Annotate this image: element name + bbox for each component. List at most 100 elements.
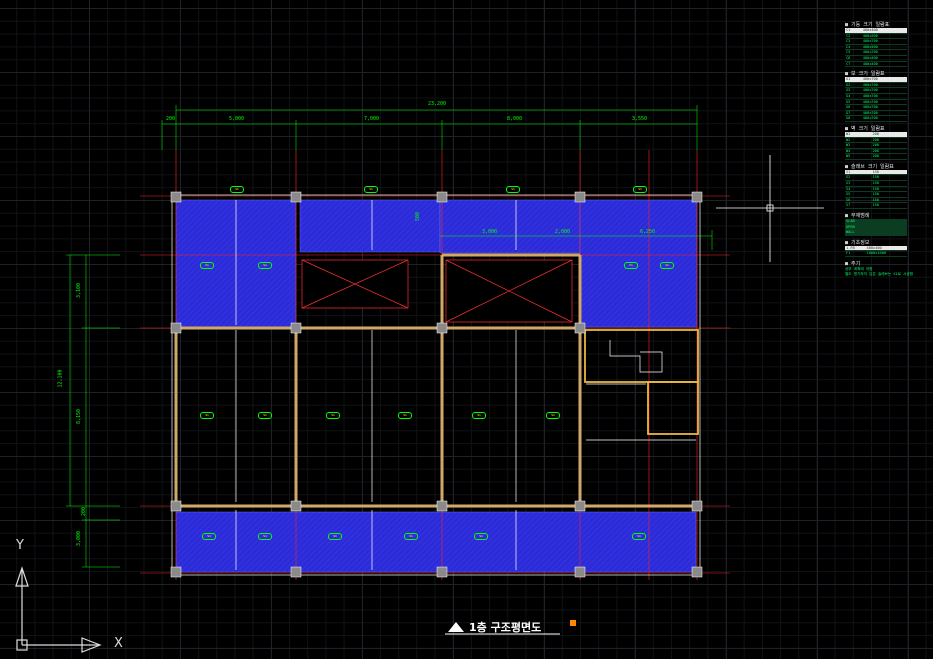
walls xyxy=(584,329,699,435)
slab-tag: S1 xyxy=(472,412,486,419)
cell: W1 xyxy=(845,131,872,138)
slab-tag: S1 xyxy=(398,412,412,419)
slab-tag: S1 xyxy=(258,533,272,540)
opening-areas xyxy=(301,259,573,323)
cell: 400x700 xyxy=(861,87,907,94)
cell: 150 xyxy=(871,169,907,176)
slab-tag: S1 xyxy=(200,262,214,269)
cell: 200 xyxy=(871,148,907,155)
cell: F1 xyxy=(845,250,866,257)
legend-title: 벽 크기 일람표 xyxy=(845,126,907,132)
cell: 200 xyxy=(871,142,907,149)
legend-section-hatch: 부재범례 SLAB OPEN WALL xyxy=(845,213,907,236)
legend-title: 보 크기 일람표 xyxy=(845,71,907,77)
cell: W2 xyxy=(845,137,872,144)
slab-tag: S1 xyxy=(258,262,272,269)
legend-title: 기둥 크기 일람표 xyxy=(845,22,907,28)
dim-left-span-1: 3,100 xyxy=(76,282,83,299)
cell: 150 xyxy=(871,186,907,193)
cell: 1-FB xyxy=(845,245,866,252)
cell: 400x700 xyxy=(861,77,907,83)
cell: 150 xyxy=(871,180,907,187)
cell: 400x700 xyxy=(861,82,907,89)
slab-tag: S1 xyxy=(326,412,340,419)
cell: 200 xyxy=(871,131,907,138)
cell: 150 xyxy=(871,174,907,182)
cell: 150 xyxy=(871,202,907,209)
cell: G7 xyxy=(845,110,862,117)
cell: 200 xyxy=(871,137,907,144)
cell: 400x700 xyxy=(861,115,907,122)
legend-title: 기초정보 xyxy=(845,240,907,246)
cell: 400x500 xyxy=(861,33,907,40)
cell: 400x700 xyxy=(861,99,907,106)
cell: C3 xyxy=(845,38,862,45)
cell: 400x700 xyxy=(861,38,907,45)
slab-tag: S1 xyxy=(328,533,342,540)
ucs-y-label: Y xyxy=(16,538,24,553)
cell: W4 xyxy=(845,148,872,155)
legend-title: 부재범례 xyxy=(845,213,907,219)
cell: C7 xyxy=(845,61,862,68)
cell: S1 xyxy=(845,169,872,176)
ucs-icon xyxy=(15,566,102,653)
slab-tag: S1 xyxy=(200,412,214,419)
dim-overall-top: 23,200 xyxy=(428,101,447,107)
cell: SLAB xyxy=(845,219,907,225)
cell: G1 xyxy=(845,77,862,83)
beams xyxy=(174,253,696,508)
slab-tag: S1 xyxy=(660,262,674,269)
dim-top-span-5: 3,550 xyxy=(632,116,648,122)
dim-inner-3: 6,250 xyxy=(640,229,656,235)
outer-frame xyxy=(171,194,701,576)
cell: 400x400 xyxy=(861,61,907,68)
slab-tag: S1 xyxy=(404,533,418,540)
remark-line: 별도 명기하지 않은 슬래브는 S1로 시공함 xyxy=(845,272,914,276)
title-marker xyxy=(445,620,576,635)
cell: OPEN xyxy=(845,224,907,231)
cell: 400x700 xyxy=(861,110,907,117)
cell: 400x400 xyxy=(865,245,907,252)
legend-title: 슬래브 크기 일람표 xyxy=(845,164,907,170)
cell: S4 xyxy=(845,186,872,193)
slab-tag: S1 xyxy=(624,262,638,269)
drawing-title: 1층 구조평면도 xyxy=(469,621,542,634)
ucs-x-label: X xyxy=(114,636,123,651)
slab-tag: S1 xyxy=(546,412,560,419)
dim-left-span-3: 200 xyxy=(81,506,88,517)
cell: S3 xyxy=(845,180,872,187)
dim-left-overall: 12,100 xyxy=(57,369,64,388)
cell: 400x700 xyxy=(861,104,907,111)
dim-top-span-4: 8,000 xyxy=(507,116,523,122)
cell: S5 xyxy=(845,191,872,198)
cell: W3 xyxy=(845,142,872,149)
dimension-lines xyxy=(66,105,713,568)
legend-table: SLAB OPEN WALL xyxy=(845,219,907,236)
dim-left-span-2: 8,150 xyxy=(76,408,83,425)
cell: C2 xyxy=(845,33,862,40)
cell: S6 xyxy=(845,197,872,204)
slab-tag: S1 xyxy=(474,533,488,540)
slab-tag: S1 xyxy=(364,186,378,193)
cell: C4 xyxy=(845,44,862,51)
cell: G4 xyxy=(845,93,862,100)
cell: 200 xyxy=(871,153,907,160)
cell: 150 xyxy=(871,191,907,198)
dim-left-span-4: 3,000 xyxy=(76,530,83,547)
cell: 400x400 xyxy=(861,55,907,62)
legend-section-remarks: 주기 상부 계획에 의함 별도 명기하지 않은 슬래브는 S1로 시공함 xyxy=(845,261,914,277)
cell: S2 xyxy=(845,174,872,182)
slab-hatching xyxy=(176,200,697,572)
legend-title: 주기 xyxy=(845,261,907,267)
crosshair-cursor xyxy=(716,155,824,262)
